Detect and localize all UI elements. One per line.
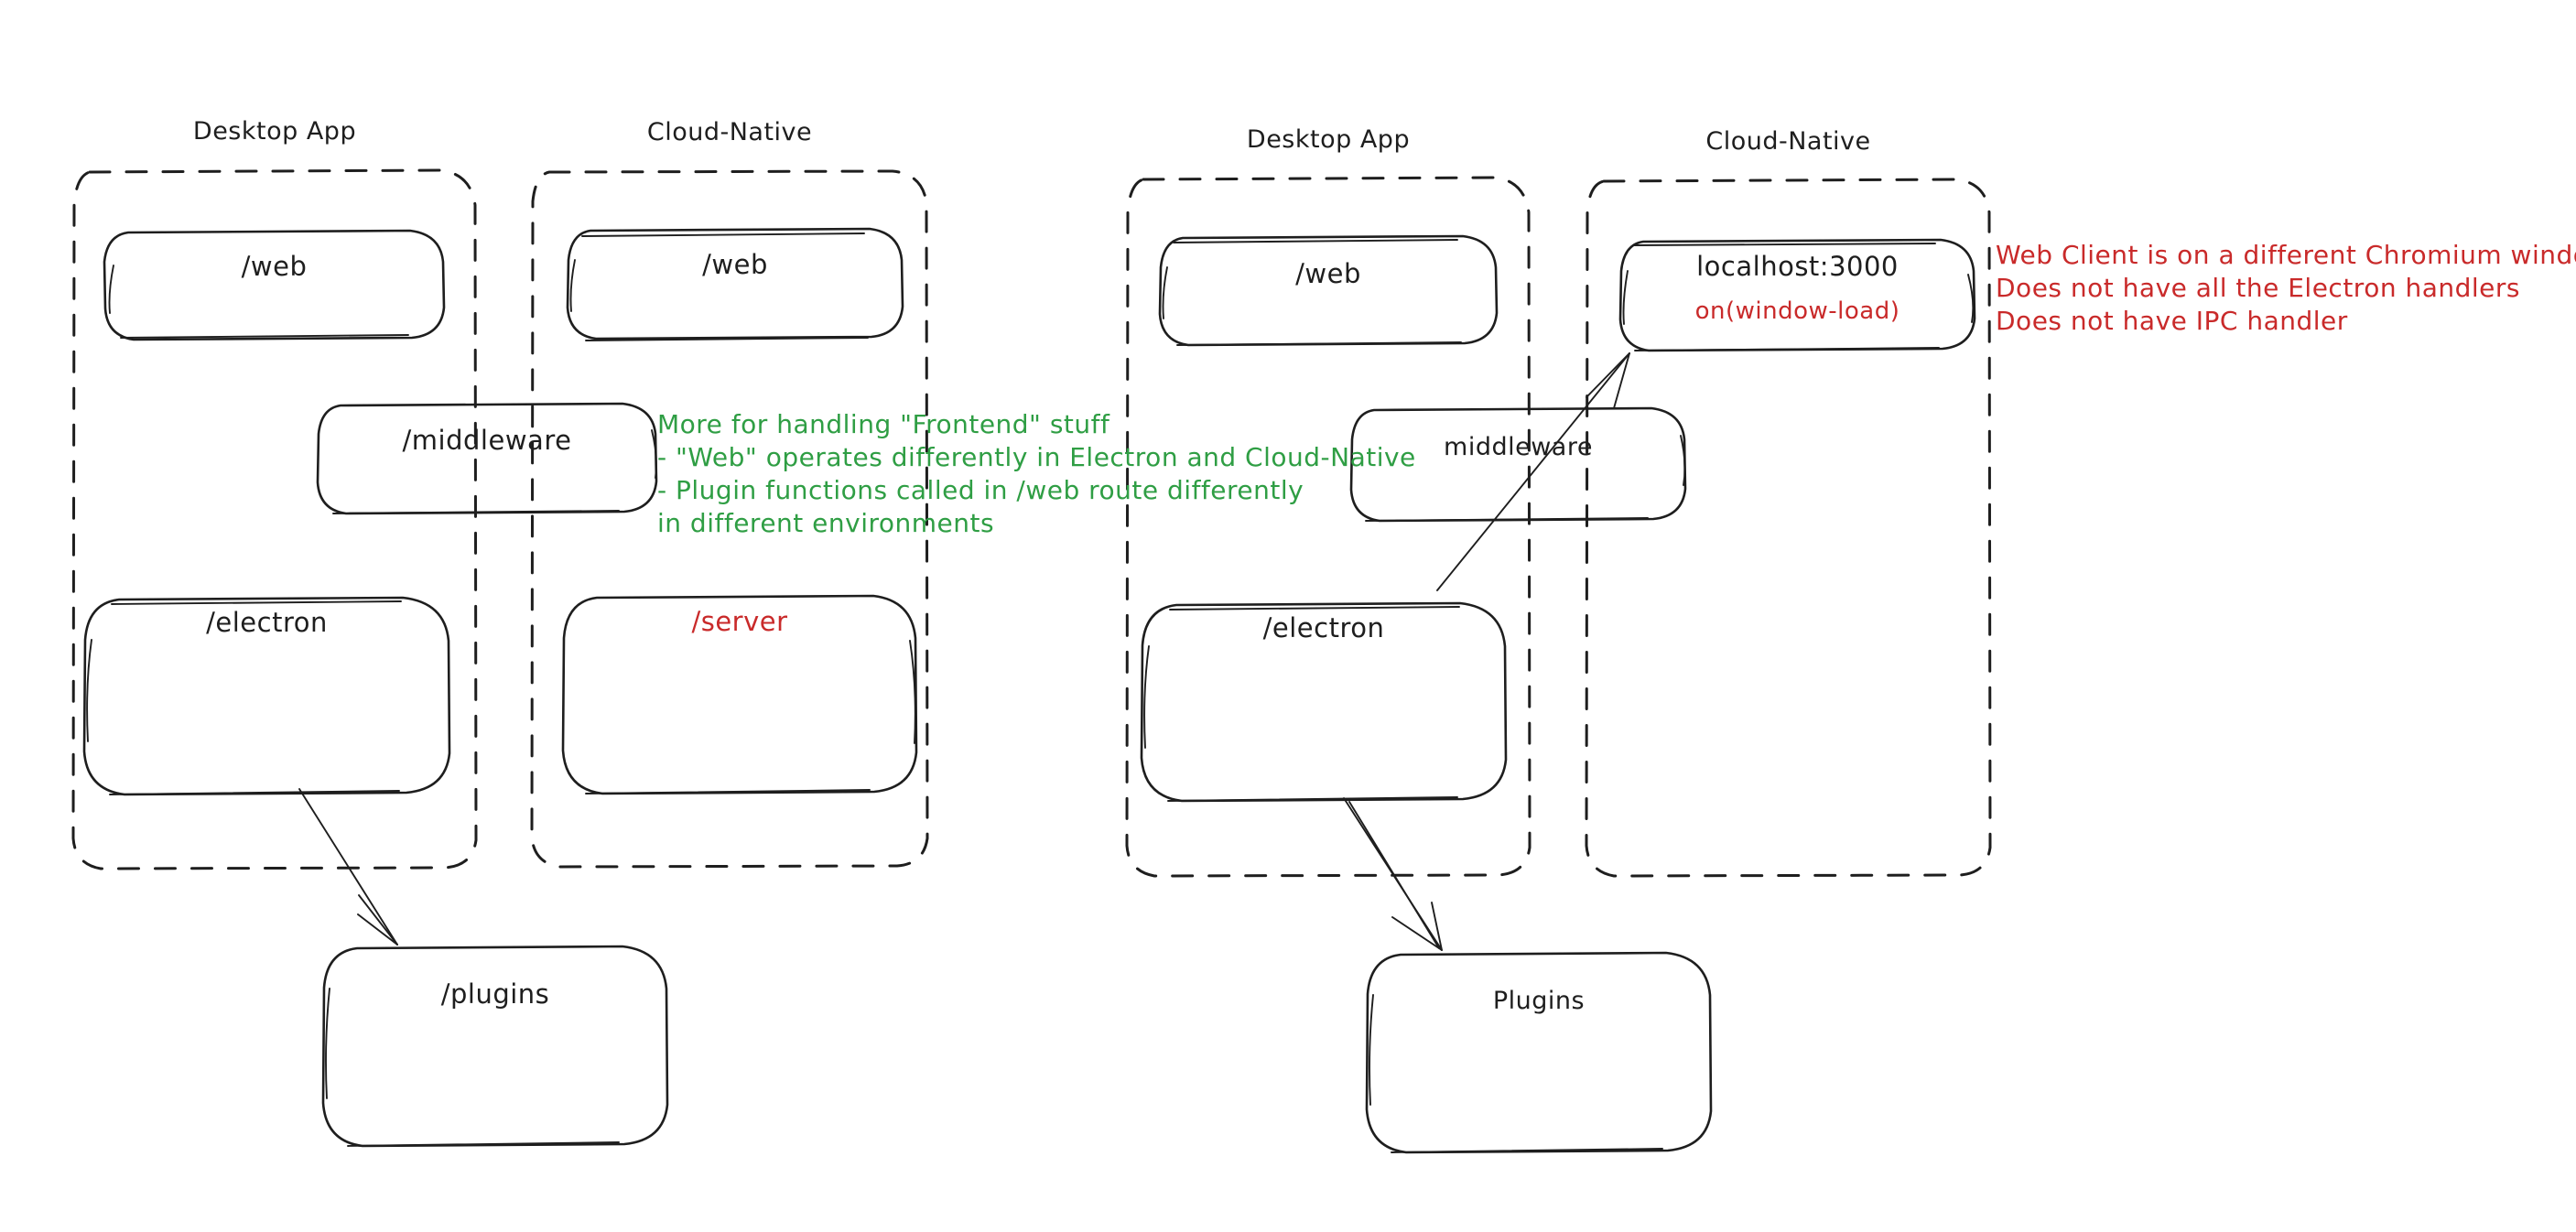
node-right-desktop-web[interactable] [1158, 234, 1499, 347]
node-label-left-middleware: /middleware [402, 425, 572, 456]
node-right-plugins[interactable] [1365, 951, 1713, 1154]
annotation-frontend-note-line-2: - "Web" operates differently in Electron… [657, 442, 1416, 472]
group-title-left-cloud-native: Cloud-Native [646, 118, 813, 146]
group-right-cloud-native [1585, 178, 1992, 878]
arrow-right-electron-to-localhost [1436, 352, 1630, 591]
node-label-right-localhost: localhost:3000 [1696, 251, 1899, 282]
node-label-left-server: /server [691, 606, 788, 637]
annotation-frontend-note-line-3: - Plugin functions called in /web route … [657, 475, 1304, 505]
node-label-right-plugins: Plugins [1492, 987, 1586, 1015]
node-label-left-electron: /electron [206, 607, 328, 638]
node-label-right-desktop-web: /web [1295, 258, 1361, 289]
annotation-frontend-note-line-1: More for handling "Frontend" stuff [657, 409, 1110, 439]
node-right-middleware[interactable] [1349, 406, 1687, 523]
node-label-left-plugins: /plugins [440, 978, 550, 1010]
group-title-left-desktop-app: Desktop App [192, 117, 357, 146]
node-label-left-desktop-web: /web [241, 251, 308, 282]
node-sublabel-right-localhost-onwindowload: on(window-load) [1694, 297, 1900, 325]
arrow-left-electron-to-plugins [298, 788, 398, 946]
group-title-right-desktop-app: Desktop App [1246, 125, 1411, 154]
node-label-left-cloud-web: /web [702, 249, 768, 280]
node-right-localhost[interactable] [1618, 238, 1976, 352]
node-left-middleware[interactable] [316, 402, 658, 515]
group-right-desktop-app [1125, 176, 1532, 878]
node-left-cloud-web[interactable] [566, 227, 904, 341]
annotation-web-client-note-line-1: Web Client is on a different Chromium wi… [1996, 240, 2576, 270]
node-left-electron[interactable] [82, 596, 451, 796]
annotation-frontend-note-line-4: in different environments [657, 508, 995, 538]
arrow-right-electron-to-plugins [1343, 797, 1443, 951]
annotation-web-client-note-line-3: Does not have IPC handler [1996, 306, 2348, 336]
node-left-plugins[interactable] [321, 945, 669, 1148]
group-title-right-cloud-native: Cloud-Native [1705, 127, 1871, 156]
node-right-electron[interactable] [1140, 601, 1508, 803]
group-left-cloud-native [530, 169, 929, 869]
node-left-server[interactable] [561, 594, 918, 795]
group-left-desktop-app [71, 168, 478, 870]
annotation-web-client-note-line-2: Does not have all the Electron handlers [1996, 273, 2521, 303]
node-label-right-electron: /electron [1262, 612, 1385, 643]
node-label-right-middleware: middleware [1444, 433, 1593, 461]
node-left-desktop-web[interactable] [103, 229, 446, 341]
